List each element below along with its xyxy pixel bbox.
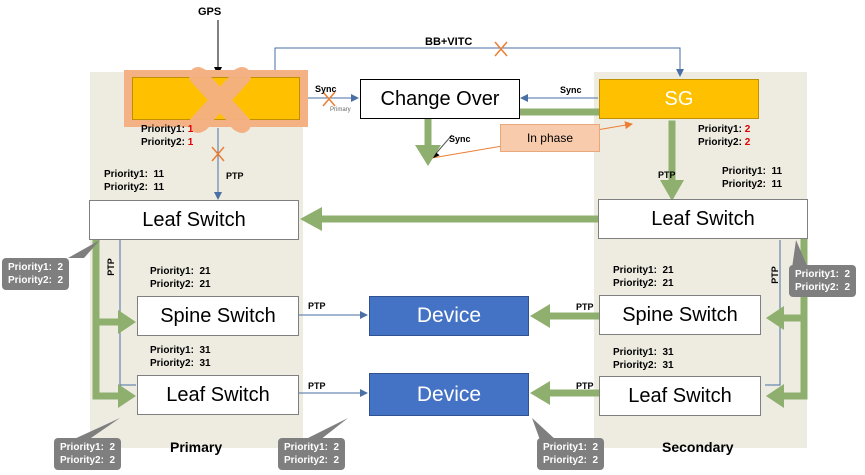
ptp-label-sg: PTP [658,170,676,180]
ptp-primary-tree [119,240,136,386]
ptp-secondary-tree [765,240,781,386]
priority-sg: Priority1: 2 Priority2: 2 [698,124,751,148]
in-phase-label: In phase [526,131,574,145]
sync-label-primary: Sync [315,84,337,94]
switch-label: Spine Switch [622,303,738,326]
secondary-leaf-switch-top: Leaf Switch [598,199,808,239]
switch-label: Leaf Switch [651,207,755,230]
ptp-label-spine-right: PTP [576,302,594,312]
bb-vitc-line [274,47,684,78]
change-over-box: Change Over [360,79,520,119]
gps-label: GPS [198,6,222,18]
ptp-label-vertical-right: PTP [769,266,780,284]
primary-label: Primary [170,439,223,455]
ptp-label-spine-left: PTP [308,301,326,311]
switch-label: Leaf Switch [628,384,732,407]
primary-small-label: Primary [330,107,351,113]
primary-leaf-switch-top: Leaf Switch [89,200,299,240]
sync-label-inphase: Sync [449,134,471,144]
secondary-sync-generator: SG [599,79,759,119]
ptp-label-gen: PTP [226,171,244,181]
device-bottom: Device [369,373,529,416]
bb-vitc-label: BB+VITC [425,36,473,48]
secondary-leaf-switch-bottom: Leaf Switch [599,376,761,416]
device-top: Device [369,296,529,336]
switch-label: Leaf Switch [166,383,270,406]
sync-down-arrow [431,134,453,159]
primary-spine-switch: Spine Switch [137,296,299,336]
priority-primary-gen: Priority1: 1 Priority2: 1 [141,124,194,148]
primary-sync-generator-inner [132,77,300,120]
device-label: Device [416,304,482,327]
change-over-label: Change Over [380,87,500,110]
switch-label: Leaf Switch [142,208,246,231]
sync-label-secondary: Sync [560,85,582,95]
green-primary-tree [92,232,124,400]
in-phase-box: In phase [500,124,600,152]
secondary-label: Secondary [662,439,734,455]
ptp-label-vertical-left: PTP [105,258,116,276]
primary-leaf-switch-bottom: Leaf Switch [137,375,299,415]
ptp-label-leaf-left: PTP [308,381,326,391]
secondary-spine-switch: Spine Switch [599,295,761,335]
device-label: Device [416,382,482,406]
sg-label: SG [664,87,694,110]
switch-label: Spine Switch [160,304,276,327]
ptp-label-leaf-right: PTP [576,381,594,391]
